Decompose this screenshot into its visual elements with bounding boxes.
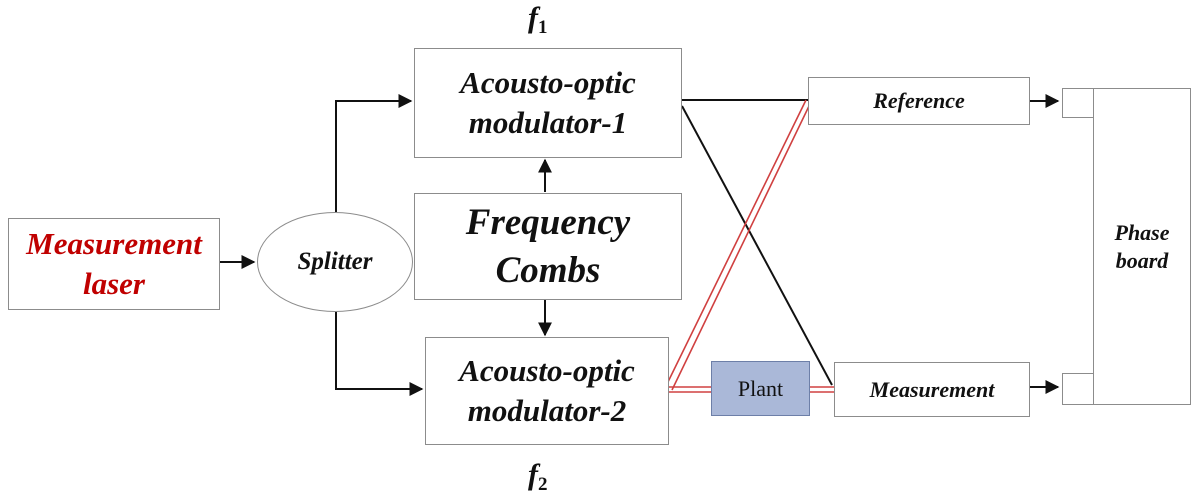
frequency-combs-line2: Combs [495,249,601,291]
phase-board-box: Phase board [1093,88,1191,405]
measurement-laser-box: Measurement laser [8,218,220,310]
frequency-combs-box: Frequency Combs [414,193,682,300]
arrow-splitter-to-aom2 [335,312,424,396]
measurement-label: Measurement [869,376,995,402]
arrow-splitter-to-aom1 [335,94,413,212]
plant-box: Plant [711,361,810,416]
f2-base: f [528,458,538,491]
plant-label: Plant [737,375,784,401]
line-aom2-to-reference-b [671,103,811,391]
measurement-laser-line1: Measurement [26,226,202,261]
phase-board-line2: board [1115,247,1169,273]
phase-board-port-bottom [1062,373,1094,405]
splitter-label: Splitter [297,248,373,275]
frequency-label-f1: f1 [528,1,548,39]
frequency-combs-line1: Frequency [465,201,631,243]
frequency-label-f2: f2 [528,458,548,496]
f1-subscript: 1 [538,17,548,38]
measurement-laser-line2: laser [83,266,145,301]
phase-board-line1: Phase [1114,219,1170,245]
reference-label: Reference [873,88,965,113]
phase-board-port-top [1062,88,1094,118]
measurement-box: Measurement [834,362,1030,417]
aom2-line1: Acousto-optic [459,353,635,388]
reference-box: Reference [808,77,1030,125]
line-aom2-to-reference-a [665,99,807,387]
aom2-line2: modulator-2 [467,393,627,428]
splitter-node: Splitter [257,212,413,312]
f2-subscript: 2 [538,474,548,495]
aom1-line1: Acousto-optic [460,65,636,100]
line-aom1-to-measurement [681,105,833,386]
f1-base: f [528,1,538,34]
aom1-line2: modulator-1 [468,105,628,140]
aom2-box: Acousto-optic modulator-2 [425,337,669,445]
aom1-box: Acousto-optic modulator-1 [414,48,682,158]
